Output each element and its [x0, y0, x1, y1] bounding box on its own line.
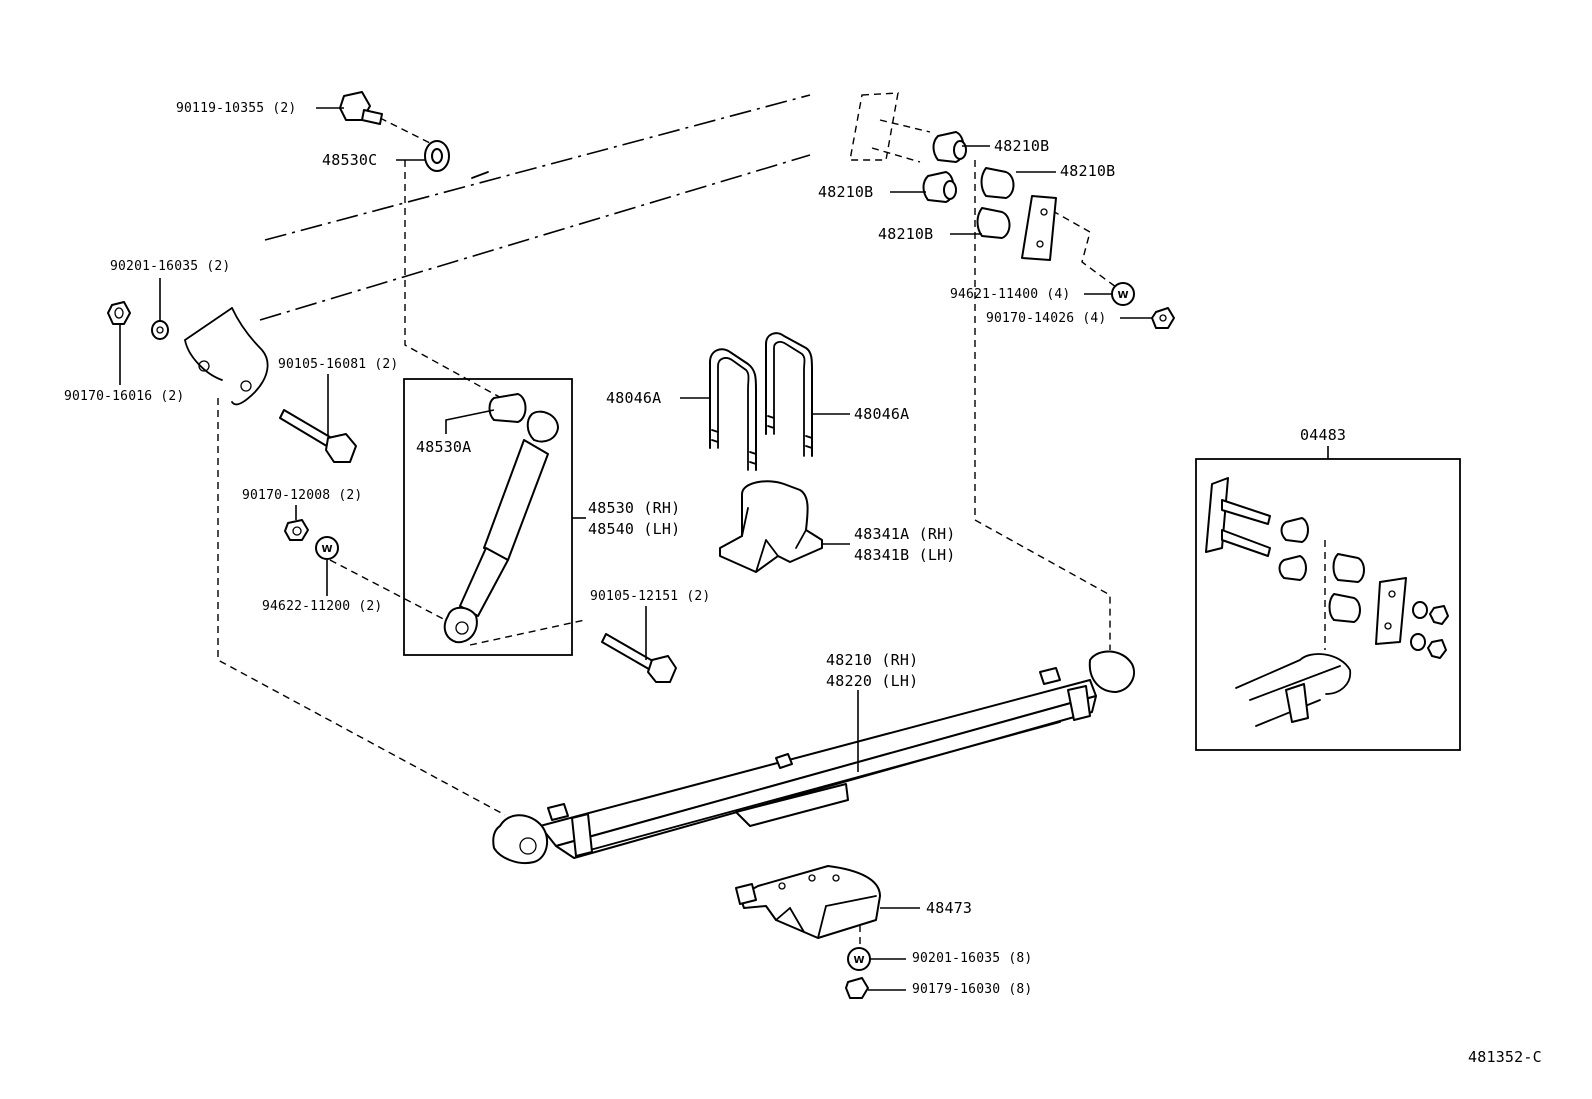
label-90201-16035-bottom: 90201-16035 (8) — [912, 951, 1033, 966]
label-90170-16016: 90170-16016 (2) — [64, 389, 185, 404]
nut-90170-16016 — [107, 301, 131, 325]
nut-90170-12008 — [284, 519, 309, 541]
label-94621-11400: 94621-11400 (4) — [950, 287, 1071, 302]
label-90170-12008: 90170-12008 (2) — [242, 488, 363, 503]
label-48210-rh: 48210 (RH) — [826, 651, 919, 669]
frame-rail — [184, 94, 811, 406]
shackle-bracket — [849, 92, 931, 163]
nut-90179 — [845, 977, 869, 999]
label-48210b-3: 48210B — [818, 183, 874, 201]
bolt-90105-16081 — [279, 409, 357, 463]
kit-box — [1195, 458, 1461, 751]
nut-90170-14026 — [1151, 307, 1175, 329]
assembly-guides — [217, 117, 1326, 948]
bump-stopper — [719, 480, 823, 573]
spring-seat-plate — [735, 865, 881, 939]
label-90119-10355: 90119-10355 (2) — [176, 101, 297, 116]
label-48530-rh: 48530 (RH) — [588, 499, 681, 517]
spring-bushings — [922, 131, 1015, 239]
washer-w-mark: W — [321, 544, 332, 555]
shock-absorber-box — [403, 378, 573, 656]
label-90179-16030: 90179-16030 (8) — [912, 982, 1033, 997]
label-48210b-4: 48210B — [878, 225, 934, 243]
u-bolt-left — [709, 348, 757, 471]
label-04483: 04483 — [1300, 426, 1347, 444]
u-bolt-right — [765, 332, 813, 457]
flange-bolt-top — [339, 91, 383, 125]
washer-90201-bottom: W — [847, 947, 871, 971]
washer-94622: W — [315, 536, 339, 560]
label-90105-16081: 90105-16081 (2) — [278, 357, 399, 372]
washer-w-mark: W — [1117, 290, 1128, 301]
label-48210b-2: 48210B — [1060, 162, 1116, 180]
leader-lines — [119, 107, 1329, 991]
label-90170-14026: 90170-14026 (4) — [986, 311, 1107, 326]
shackle-plate — [1021, 195, 1057, 261]
label-90201-16035-top: 90201-16035 (2) — [110, 259, 231, 274]
label-48530c: 48530C — [322, 151, 378, 169]
washer-90201 — [151, 320, 169, 340]
bolt-90105-12151 — [601, 633, 677, 683]
label-48540-lh: 48540 (LH) — [588, 520, 681, 538]
label-48046a-right: 48046A — [854, 405, 910, 423]
washer-94621: W — [1111, 282, 1135, 306]
cushion-washer — [424, 140, 450, 172]
diagram-id: 481352-C — [1468, 1048, 1542, 1066]
label-90105-12151: 90105-12151 (2) — [590, 589, 711, 604]
label-48046a-left: 48046A — [606, 389, 662, 407]
label-48220-lh: 48220 (LH) — [826, 672, 919, 690]
label-48473: 48473 — [926, 899, 973, 917]
washer-w-mark: W — [853, 955, 864, 966]
leaf-spring — [492, 650, 1135, 864]
label-48341a-rh: 48341A (RH) — [854, 525, 956, 543]
label-48530a: 48530A — [416, 438, 472, 456]
label-48210b-1: 48210B — [994, 137, 1050, 155]
label-94622-11200: 94622-11200 (2) — [262, 599, 383, 614]
label-48341b-lh: 48341B (LH) — [854, 546, 956, 564]
